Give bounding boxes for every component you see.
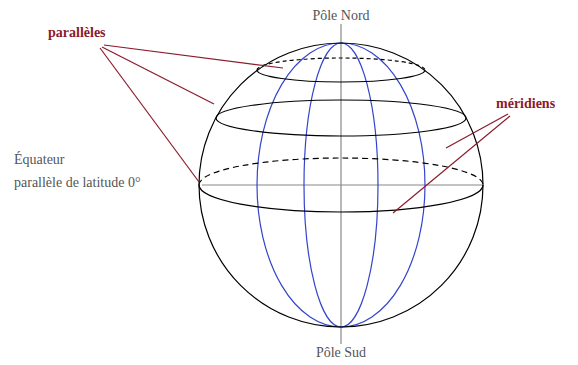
globe-outline	[199, 43, 483, 327]
label-text: Pôle Sud	[316, 345, 366, 360]
pole-label: Pôle Nord	[312, 8, 369, 24]
leader-line	[104, 45, 283, 68]
equator-label: parallèle de latitude 0°	[14, 175, 141, 191]
polar-axis	[340, 24, 341, 344]
label-text: parallèle de latitude 0°	[14, 175, 141, 190]
horizontal-axis	[202, 184, 482, 185]
parallel-front	[216, 118, 466, 136]
label-text: Pôle Nord	[312, 8, 369, 23]
leader-line	[100, 48, 199, 182]
callout-label: parallèles	[48, 25, 106, 41]
meridian	[304, 43, 378, 327]
leader-line	[393, 116, 510, 213]
parallel-back	[216, 100, 466, 118]
equator-label: Équateur	[14, 152, 65, 168]
label-text: parallèles	[48, 25, 106, 40]
pole-label: Pôle Sud	[316, 345, 366, 361]
meridian	[257, 43, 425, 327]
parallel-front	[257, 70, 425, 82]
leader-line	[102, 47, 214, 104]
equator-front	[199, 185, 483, 212]
label-text: Équateur	[14, 152, 65, 167]
label-text: méridiens	[496, 96, 555, 111]
equator-back	[199, 158, 483, 185]
callout-label: méridiens	[496, 96, 555, 112]
